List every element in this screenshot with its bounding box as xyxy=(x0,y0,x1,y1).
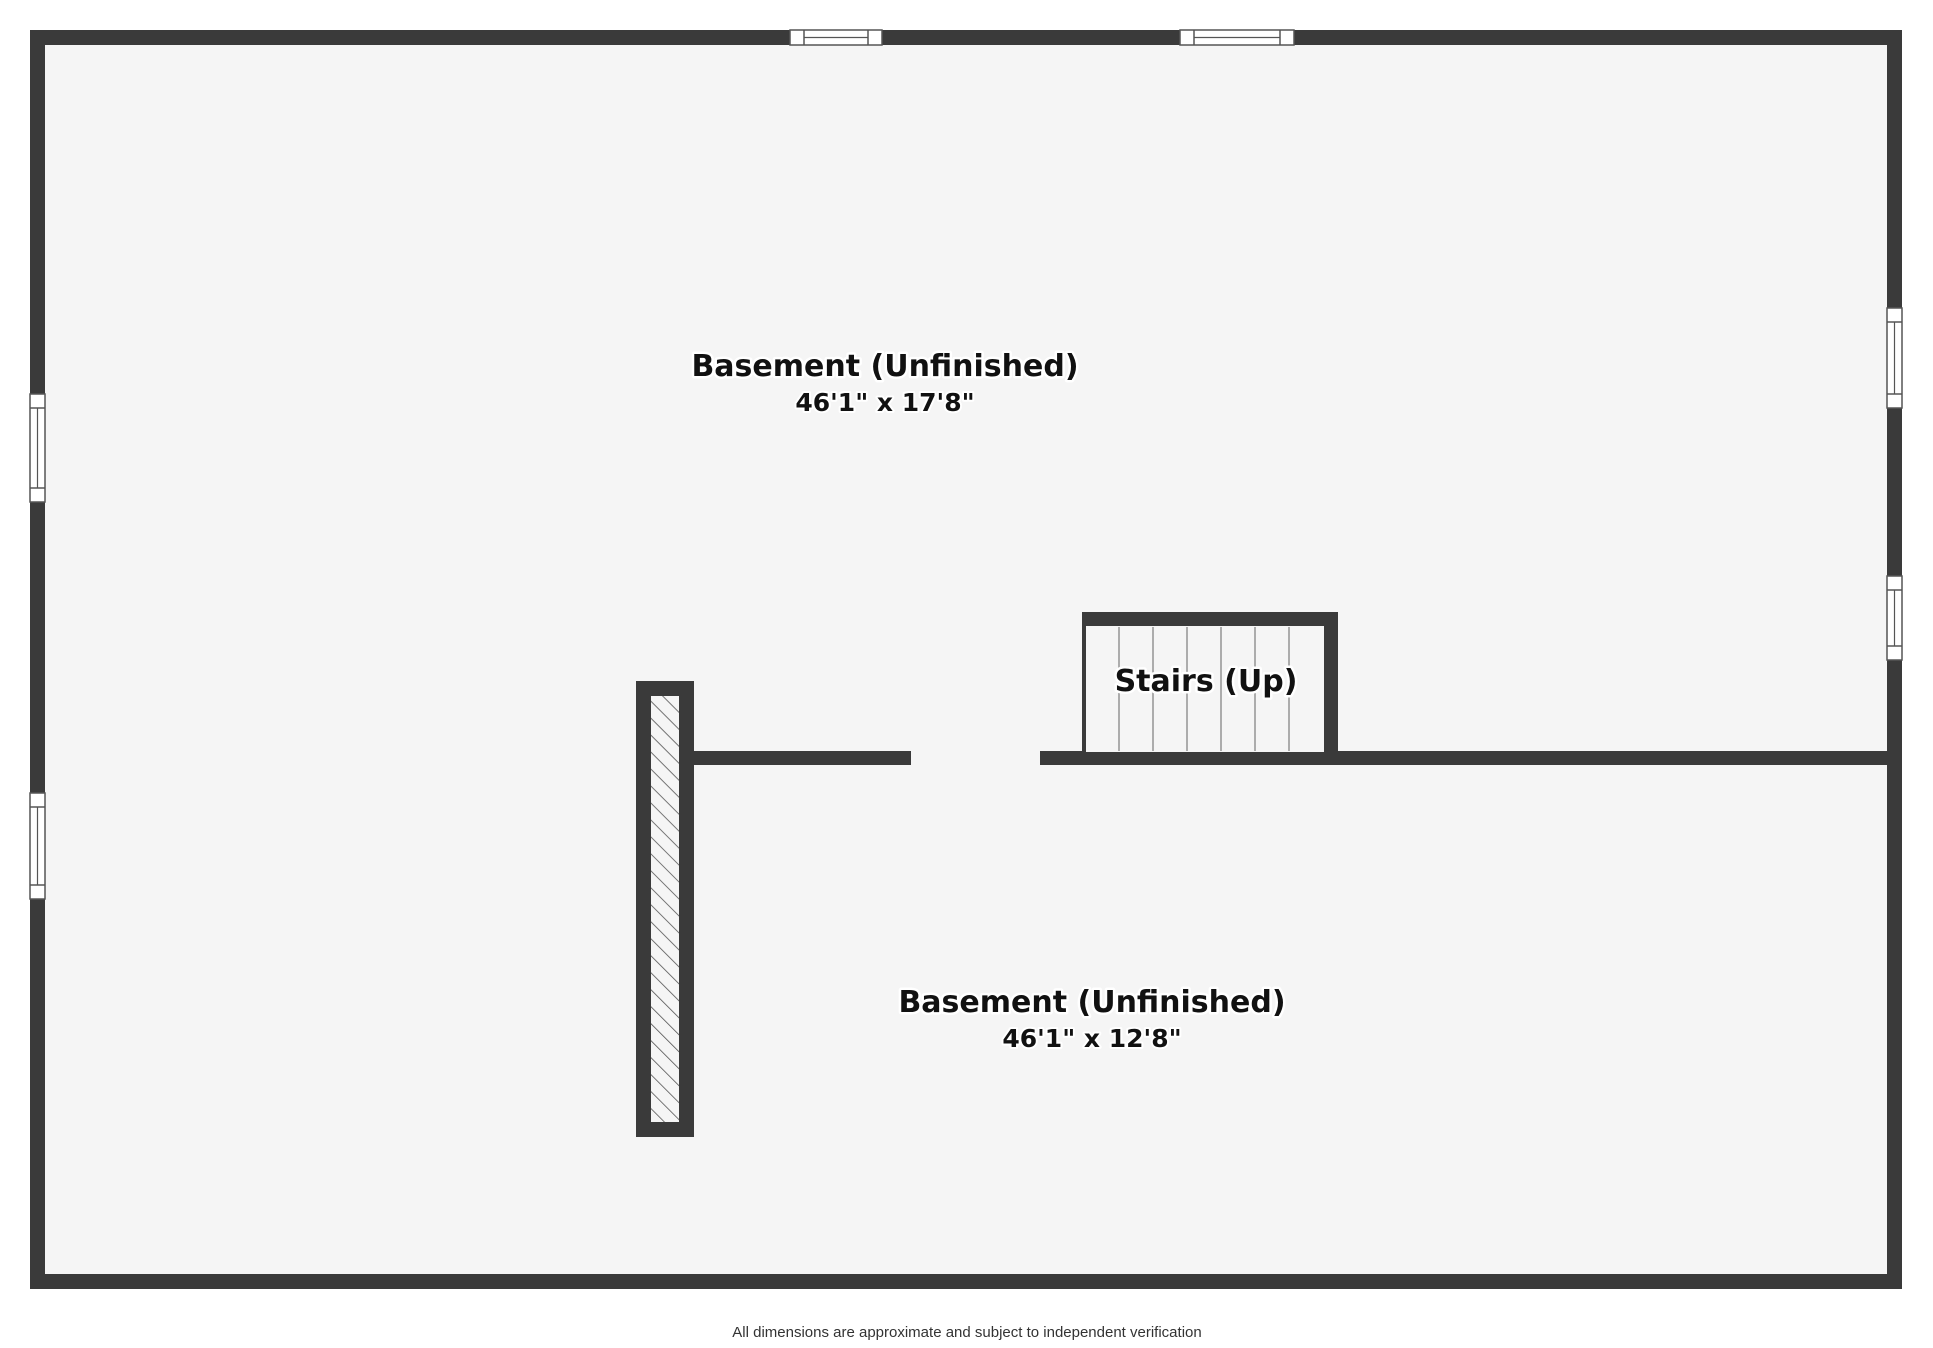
window-north-1 xyxy=(789,29,883,46)
floor-area xyxy=(36,36,1890,1274)
stair-treads xyxy=(1118,627,1290,751)
stairs-floor xyxy=(1086,626,1324,752)
north-wall xyxy=(30,30,1902,45)
window-west-2 xyxy=(29,792,46,900)
room-name-stairs: Stairs (Up) xyxy=(1115,664,1298,699)
stairs xyxy=(1082,612,1338,765)
disclaimer-text: All dimensions are approximate and subje… xyxy=(732,1324,1201,1341)
window-east-2 xyxy=(1886,575,1903,661)
window-west-1 xyxy=(29,393,46,503)
room-name-upper: Basement (Unfinished) xyxy=(691,349,1078,384)
partition-wall-left xyxy=(693,751,911,765)
stairs-right-wall xyxy=(1324,612,1338,765)
partition-wall-right xyxy=(1040,751,1894,765)
stairs-top-wall xyxy=(1082,612,1338,626)
room-dimensions-lower: 46'1" x 12'8" xyxy=(1002,1024,1181,1053)
stairs-left-wall xyxy=(1082,612,1086,765)
window-east-1 xyxy=(1886,307,1903,409)
south-wall xyxy=(30,1274,1902,1289)
room-labels: Basement (Unfinished) 46'1" x 17'8" Stai… xyxy=(689,347,1300,1056)
window-north-2 xyxy=(1179,29,1295,46)
room-name-lower: Basement (Unfinished) xyxy=(898,985,1285,1020)
room-dimensions-upper: 46'1" x 17'8" xyxy=(795,388,974,417)
west-wall xyxy=(30,30,45,1289)
hatched-column xyxy=(636,681,694,1137)
interior-walls xyxy=(693,751,1894,765)
